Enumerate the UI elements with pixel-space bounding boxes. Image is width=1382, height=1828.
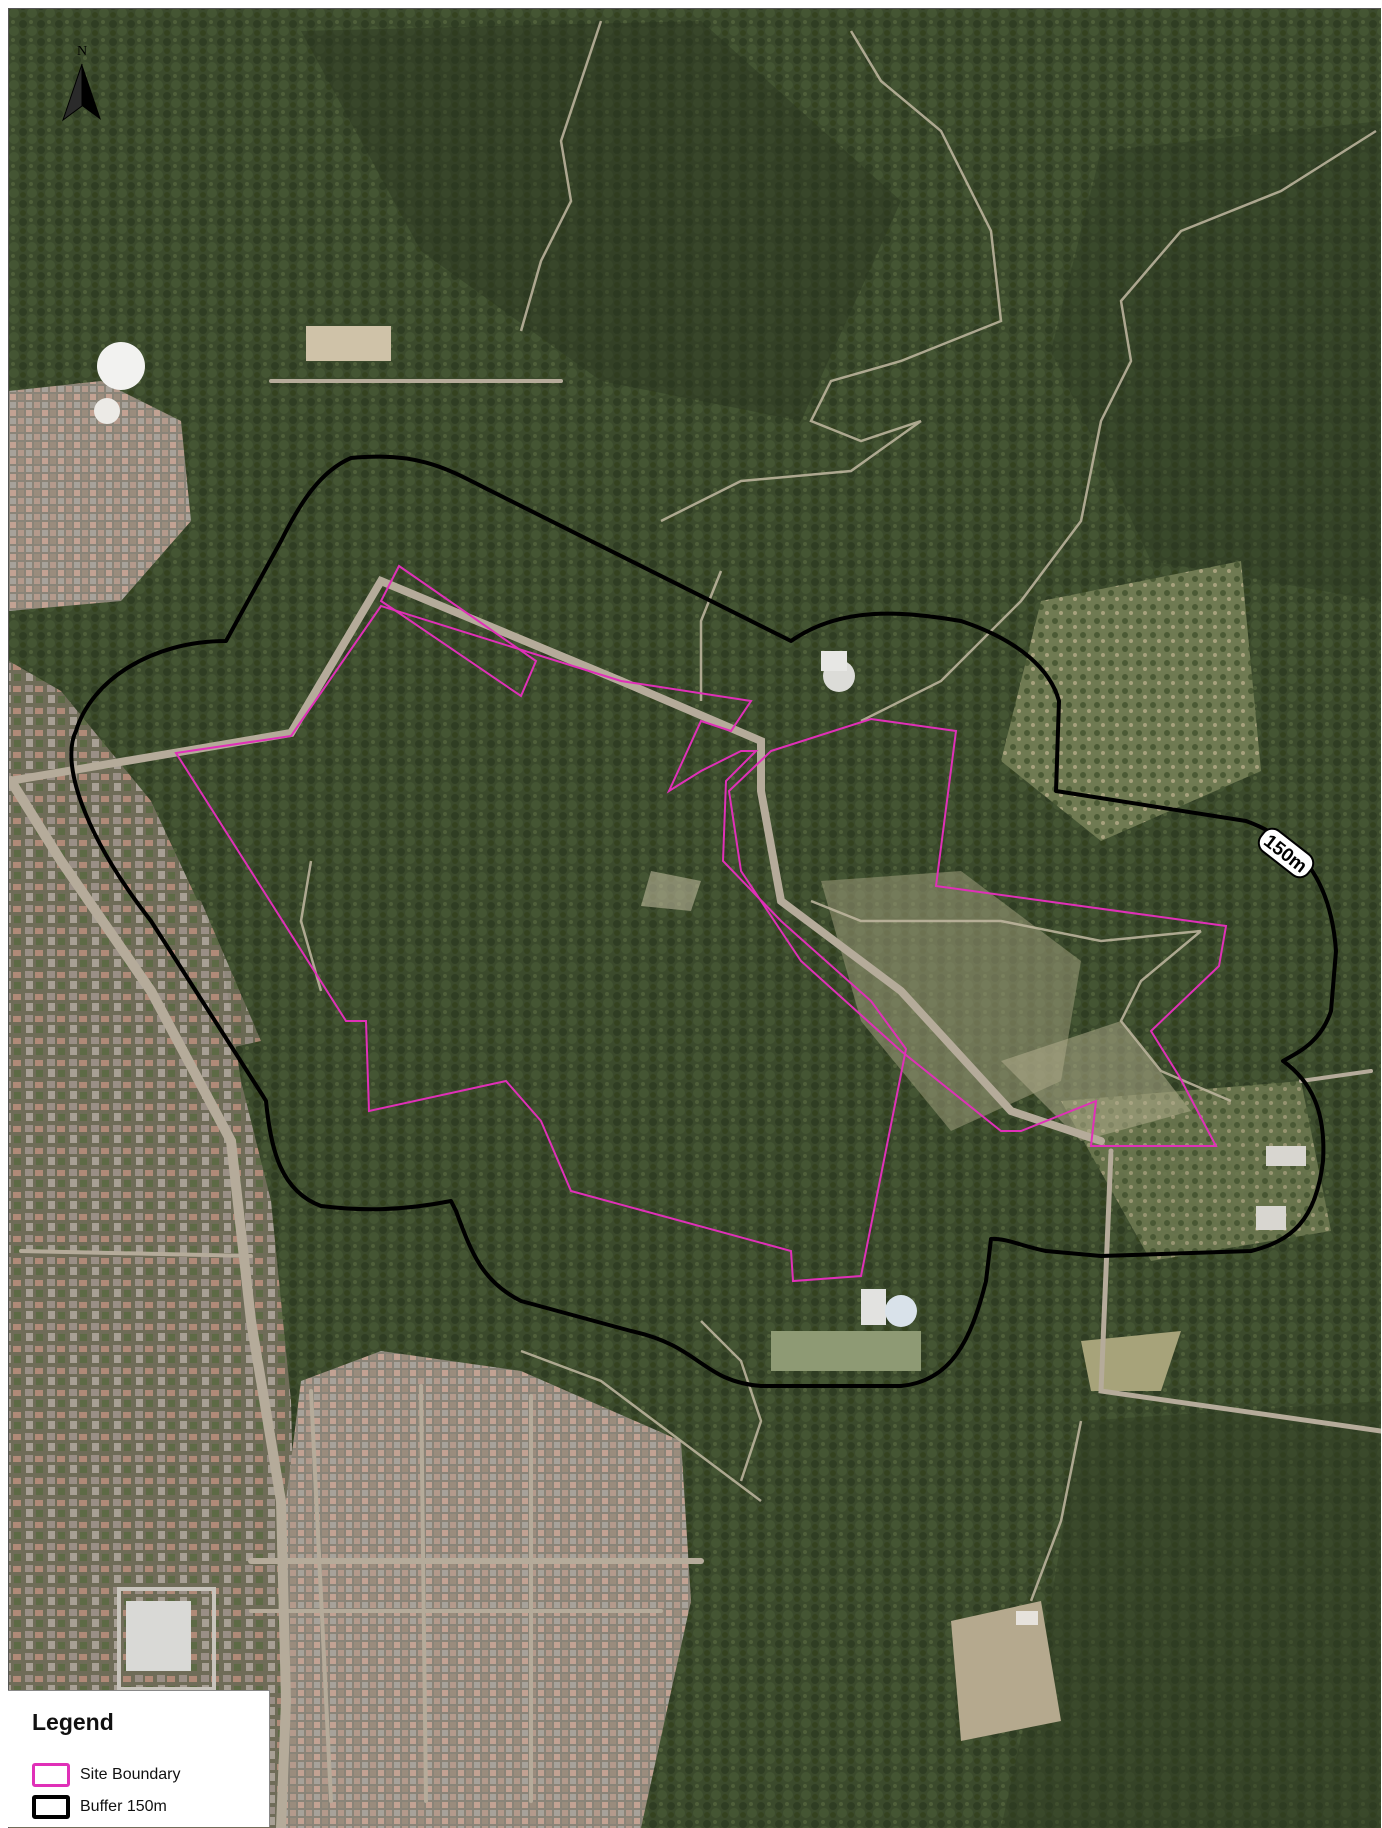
legend-label-site-boundary: Site Boundary xyxy=(80,1766,181,1783)
legend-title: Legend xyxy=(32,1709,114,1735)
suburban-area xyxy=(9,381,191,611)
north-arrow: N xyxy=(57,44,107,129)
aerial-imagery: 150m xyxy=(9,9,1381,1828)
water-tank xyxy=(97,342,145,390)
sandy-clearing xyxy=(641,871,701,911)
site-boundary xyxy=(174,604,908,1283)
facility-building xyxy=(1266,1146,1306,1166)
quarry-area xyxy=(951,1601,1061,1741)
facility-building xyxy=(821,651,847,671)
legend-item-buffer: Buffer 150m xyxy=(32,1795,262,1821)
map-legend: Legend Site Boundary Buffer 150m xyxy=(8,1690,270,1827)
road-network xyxy=(9,379,1381,1828)
fire-trails xyxy=(299,20,1377,1602)
dense-forest-patch xyxy=(301,21,901,421)
suburban-area xyxy=(9,661,301,1828)
cleared-field xyxy=(1081,1331,1181,1391)
legend-label-buffer: Buffer 150m xyxy=(80,1798,167,1815)
north-label: N xyxy=(76,44,88,59)
buffer-swatch xyxy=(32,1795,70,1819)
site-boundary xyxy=(727,717,1228,1147)
quarry-building xyxy=(1016,1611,1038,1625)
water-tank xyxy=(94,398,120,424)
cleared-paddock xyxy=(306,326,391,361)
commercial-building xyxy=(126,1601,191,1671)
facility-building xyxy=(861,1289,886,1325)
aerial-map: 150m N xyxy=(8,8,1381,1828)
dense-forest-patch xyxy=(1001,1401,1381,1828)
north-arrow-icon xyxy=(62,63,101,122)
buffer-150m-boundary xyxy=(69,454,1338,1388)
site-boundary xyxy=(379,564,538,698)
dense-forest-patch xyxy=(1051,121,1381,601)
legend-item-site-boundary: Site Boundary xyxy=(32,1763,262,1789)
car-park xyxy=(117,1587,216,1691)
rural-lots xyxy=(1001,561,1261,841)
facility-tank xyxy=(885,1295,917,1327)
housing-estate xyxy=(281,1351,691,1828)
facility-yard xyxy=(771,1331,921,1371)
facility-building xyxy=(1256,1206,1286,1230)
site-boundary-swatch xyxy=(32,1763,70,1787)
